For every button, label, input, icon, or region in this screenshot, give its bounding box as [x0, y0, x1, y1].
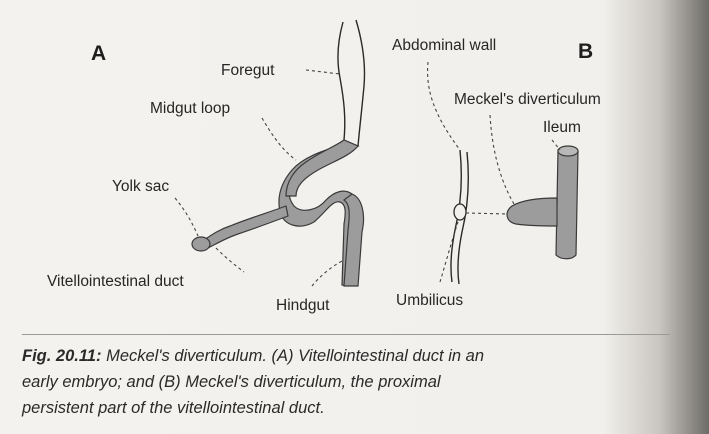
- duct-leader: [216, 248, 244, 272]
- ileum-opening: [558, 146, 578, 156]
- yolk-sac-leader: [175, 198, 198, 236]
- umbilicus-shape: [454, 204, 466, 220]
- figure-number: Fig. 20.11:: [22, 347, 101, 365]
- yolk-sac-shape: [192, 237, 210, 251]
- label-midgut-loop: Midgut loop: [150, 100, 230, 117]
- diverticulum-leader: [490, 115, 514, 204]
- label-hindgut: Hindgut: [276, 297, 330, 314]
- panel-a-drawing: [175, 20, 365, 286]
- caption-text-1: Meckel's diverticulum. (A) Vitellointest…: [101, 347, 484, 365]
- meckels-diverticulum-diagram: A B: [0, 0, 709, 340]
- foregut-leader: [306, 70, 340, 74]
- panel-a-letter: A: [91, 42, 106, 65]
- foregut-tube-right: [356, 20, 365, 146]
- label-yolk-sac: Yolk sac: [112, 178, 169, 195]
- label-abdominal-wall: Abdominal wall: [392, 37, 496, 54]
- label-foregut: Foregut: [221, 62, 275, 79]
- vitellointestinal-duct-shape: [204, 206, 288, 248]
- hindgut-leader: [312, 260, 344, 286]
- foregut-tube: [338, 22, 345, 140]
- fibrous-cord: [466, 213, 508, 214]
- meckels-diverticulum-shape: [507, 198, 557, 226]
- ileum-shape: [556, 147, 578, 259]
- label-vitellointestinal-duct: Vitellointestinal duct: [47, 273, 184, 290]
- label-ileum: Ileum: [543, 119, 581, 136]
- caption-line-1: Fig. 20.11: Meckel's diverticulum. (A) V…: [22, 343, 682, 369]
- caption-line-2: early embryo; and (B) Meckel's diverticu…: [22, 369, 682, 395]
- figure-caption: Fig. 20.11: Meckel's diverticulum. (A) V…: [22, 343, 682, 421]
- caption-divider: [22, 334, 670, 335]
- label-meckels-diverticulum: Meckel's diverticulum: [454, 91, 601, 108]
- caption-line-3: persistent part of the vitellointestinal…: [22, 395, 682, 421]
- panel-b-letter: B: [578, 40, 593, 63]
- midgut-leader: [262, 118, 296, 160]
- label-umbilicus: Umbilicus: [396, 292, 463, 309]
